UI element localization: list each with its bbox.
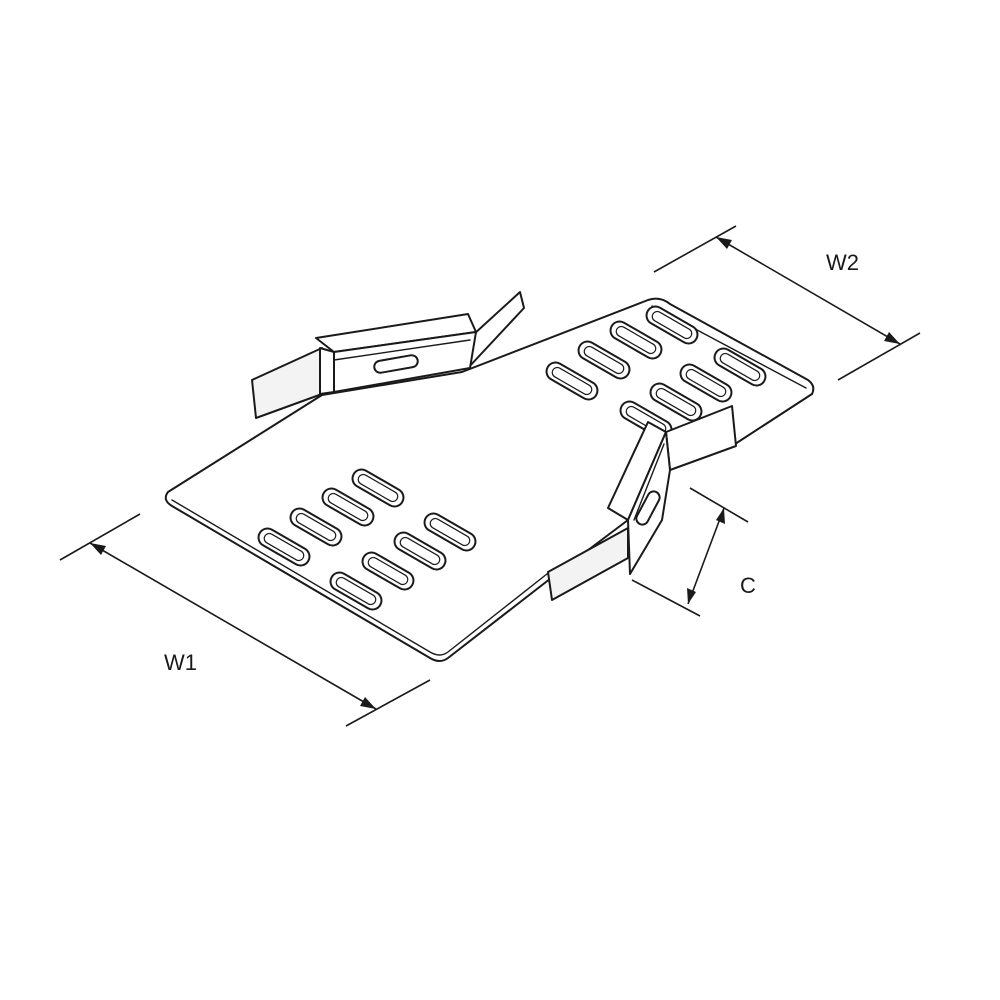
- dimension-c-label: C: [740, 573, 756, 598]
- dimension-c: C: [631, 487, 756, 617]
- dimension-w1: W1: [59, 513, 431, 727]
- front-right-flange: [547, 405, 737, 601]
- dimension-w2-label: W2: [826, 250, 859, 275]
- dimension-w1-label: W1: [164, 650, 197, 675]
- back-left-flange: [251, 291, 525, 419]
- slots-w1-end: [257, 468, 477, 611]
- dimension-w2: W2: [653, 225, 921, 381]
